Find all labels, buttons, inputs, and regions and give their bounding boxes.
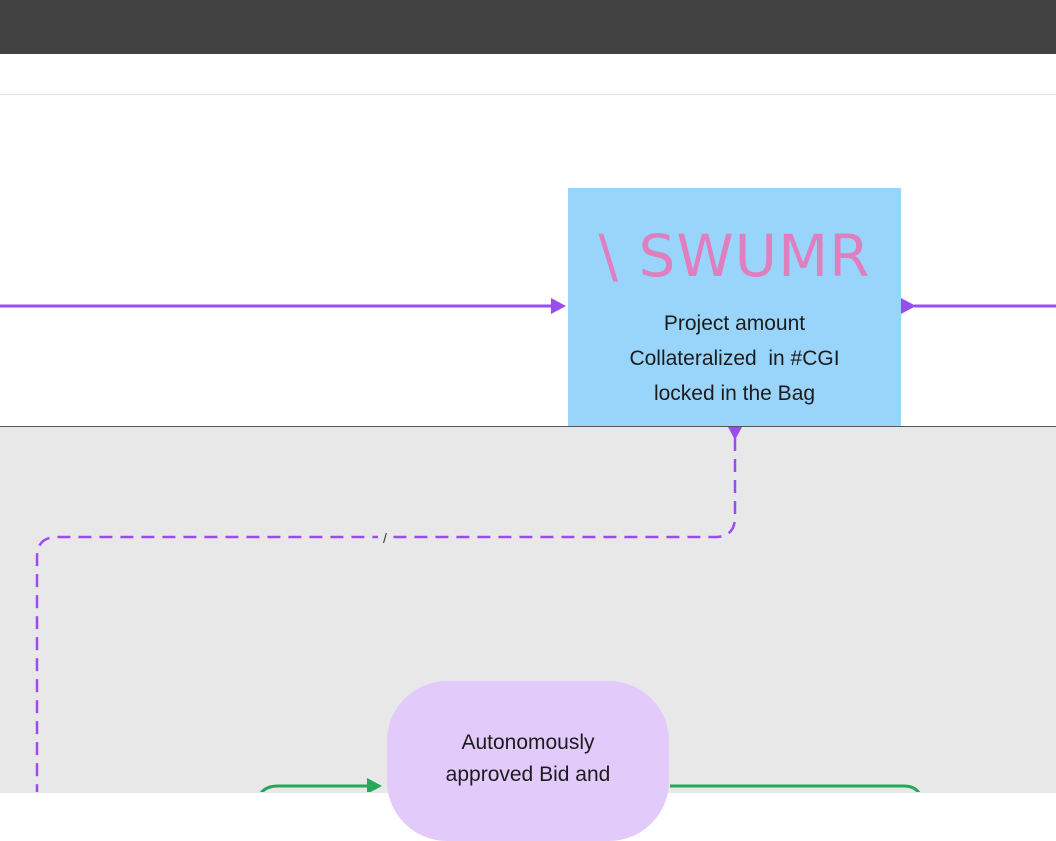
bid-node-text: Autonomously approved Bid and: [387, 727, 669, 791]
edge-left-to-bid: [259, 784, 368, 792]
dashed-edge-label: /: [378, 528, 392, 548]
edge-bag-down-marker: [728, 427, 742, 440]
swumr-logo: \ SWUMR: [598, 222, 871, 290]
edge-bag-to-right-marker: [901, 298, 916, 314]
edge-bag-to-bottom-dashed: [35, 438, 737, 792]
diagram-canvas: / \ SWUMR Project amount Collateralized …: [0, 54, 1056, 841]
bid-node[interactable]: Autonomously approved Bid and: [387, 681, 669, 841]
bid-node-line-1: Autonomously: [461, 731, 595, 754]
bag-node-line-2: Collateralized in #CGI: [629, 347, 840, 370]
edge-left-to-bid-arrowhead: [367, 778, 382, 792]
bag-node-line-1: Project amount: [663, 312, 806, 335]
connector-layer: [0, 298, 1056, 792]
edge-bid-to-right: [670, 784, 921, 792]
top-toolbar: [0, 0, 1056, 54]
canvas-divider: [0, 94, 1056, 95]
bid-node-line-2: approved Bid and: [445, 763, 611, 786]
bag-node-line-3: locked in the Bag: [653, 382, 816, 405]
bag-node-text: Project amount Collateralized in #CGI lo…: [568, 306, 901, 411]
edge-left-to-bag-arrowhead: [551, 298, 566, 314]
bag-node[interactable]: \ SWUMR Project amount Collateralized in…: [568, 188, 901, 426]
